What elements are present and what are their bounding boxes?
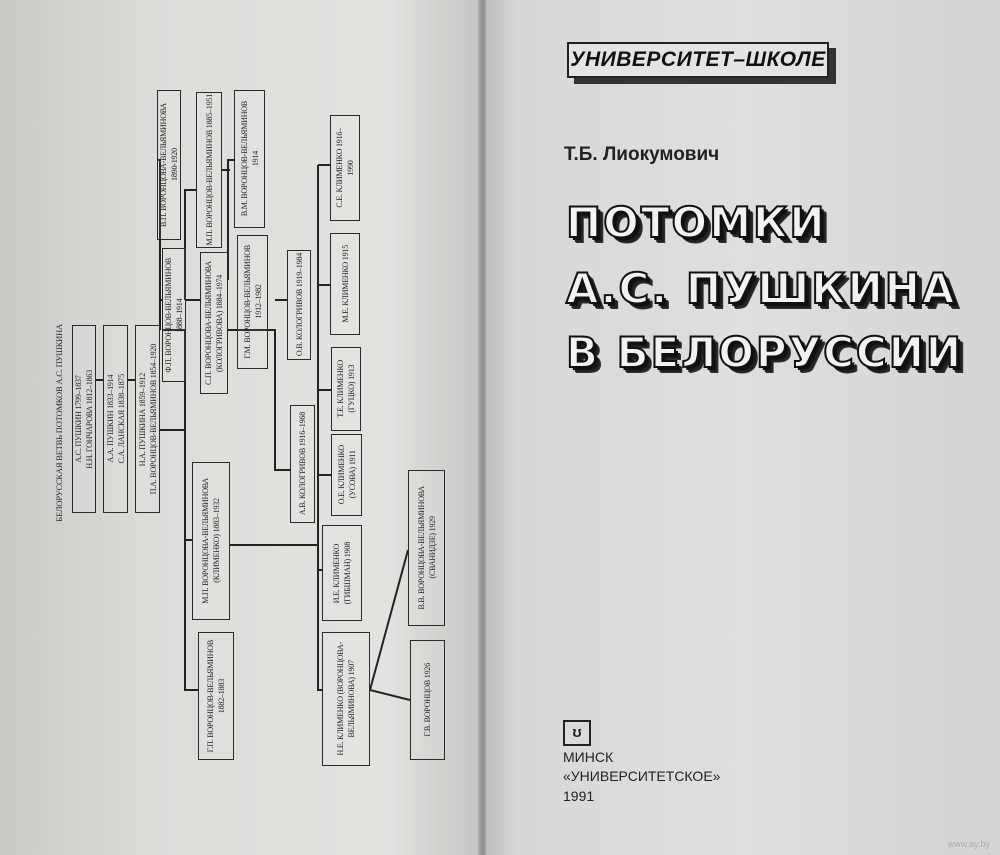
- person-box: А.В. Кологривов 1916–1968: [290, 405, 315, 523]
- person-box: С.П. Воронцова-Вельяминова (Кологривова)…: [200, 252, 228, 394]
- person-box: И.Е. Клименко (Гибшман) 1908: [322, 525, 362, 621]
- person-label: А.А. Пушкин 1833–1914 С.А. Ланская 1838–…: [105, 374, 126, 464]
- person-label: А.С. Пушкин 1799–1837 Н.Н. Гончарова 181…: [74, 369, 94, 469]
- publication-year: 1991: [563, 788, 595, 804]
- book-title-line-3: В БЕЛОРУССИИ: [565, 327, 964, 378]
- person-label: М.П. Воронцов-Вельяминов 1885–1951: [204, 94, 214, 246]
- person-label: В.М. Воронцов-Вельяминов 1914: [239, 101, 260, 217]
- book-title-line-1: ПОТОМКИ: [565, 197, 827, 248]
- person-box: Ф.П. Воронцов-Вельяминов 1888–1914: [162, 248, 186, 382]
- person-box: Н.Е. Клименко (Воронцова- Вельяминова) 1…: [322, 632, 370, 766]
- person-label: М.П. Воронцова-Вельяминова (Клименко) 18…: [201, 478, 221, 604]
- person-box: Г.В. Воронцов 1926: [410, 640, 445, 760]
- person-box: С.Е. Клименко 1916– 1990: [330, 115, 360, 221]
- tree-title-text: Белорусская ветвь потомков А.С. Пушкина: [53, 323, 64, 522]
- person-label: Г.М. Воронцов-Вельяминов 1912–1982: [242, 245, 263, 359]
- person-box: О.Е. Клименко (Усова) 1911: [331, 434, 362, 516]
- person-label: М.Е. Клименко 1915: [340, 245, 350, 323]
- person-box: Н.А. Пушкина 1859–1912 П.А. Воронцов-Вел…: [135, 325, 160, 513]
- person-label: С.Е. Клименко 1916– 1990: [335, 128, 355, 208]
- person-label: Т.Е. Клименко (Гуцко) 1913: [336, 360, 356, 418]
- person-box: Г.М. Воронцов-Вельяминов 1912–1982: [237, 235, 268, 369]
- publisher-name: «УНИВЕРСИТЕТСКОЕ»: [563, 768, 721, 784]
- person-label: А.В. Кологривов 1916–1968: [298, 412, 307, 516]
- person-box: О.В. Кологривов 1919–1984: [287, 250, 311, 360]
- person-box: Г.П. Воронцов-Вельяминов 1882–1883: [198, 632, 234, 760]
- person-label: Н.А. Пушкина 1859–1912 П.А. Воронцов-Вел…: [137, 343, 158, 495]
- person-box: М.Е. Клименко 1915: [330, 233, 360, 335]
- watermark: www.ay.by: [947, 839, 990, 849]
- tree-title: Белорусская ветвь потомков А.С. Пушкина: [52, 300, 66, 545]
- person-box: А.С. Пушкин 1799–1837 Н.Н. Гончарова 181…: [72, 325, 96, 513]
- author-name: Т.Б. Лиокумович: [564, 144, 720, 165]
- book-title-line-2: А.С. ПУШКИНА: [565, 263, 957, 314]
- person-label: Г.П. Воронцов-Вельяминов 1882–1883: [206, 639, 226, 753]
- person-label: Н.Е. Клименко (Воронцова- Вельяминова) 1…: [336, 642, 356, 756]
- person-box: М.П. Воронцов-Вельяминов 1885–1951: [196, 92, 222, 248]
- person-label: О.В. Кологривов 1919–1984: [294, 253, 304, 357]
- person-box: Т.Е. Клименко (Гуцко) 1913: [331, 347, 361, 431]
- tree-connectors: [95, 159, 411, 701]
- left-page: [0, 0, 484, 855]
- person-label: Г.В. Воронцов 1926: [423, 663, 432, 737]
- person-box: А.А. Пушкин 1833–1914 С.А. Ланская 1838–…: [103, 325, 128, 513]
- person-label: В.В. Воронцова-Вельяминова (Сванидзе) 19…: [416, 486, 437, 610]
- person-label: О.Е. Клименко (Усова) 1911: [336, 445, 357, 505]
- series-banner: УНИВЕРСИТЕТ–ШКОЛЕ: [567, 42, 829, 78]
- person-label: В.П. Воронцова-Вельяминова 1890-1920: [159, 103, 179, 227]
- publication-city: МИНСК: [563, 749, 614, 765]
- person-box: В.М. Воронцов-Вельяминов 1914: [234, 90, 265, 228]
- right-page: [486, 0, 1000, 855]
- person-label: С.П. Воронцова-Вельяминова (Кологривова)…: [204, 261, 224, 385]
- book-spine: [478, 0, 488, 855]
- person-label: И.Е. Клименко (Гибшман) 1908: [332, 541, 352, 605]
- person-label: Ф.П. Воронцов-Вельяминов 1888–1914: [164, 257, 184, 373]
- publisher-logo-icon: ʊ: [563, 720, 591, 746]
- person-box: М.П. Воронцова-Вельяминова (Клименко) 18…: [192, 462, 230, 620]
- person-box: В.П. Воронцова-Вельяминова 1890-1920: [157, 90, 181, 240]
- person-box: В.В. Воронцова-Вельяминова (Сванидзе) 19…: [408, 470, 445, 626]
